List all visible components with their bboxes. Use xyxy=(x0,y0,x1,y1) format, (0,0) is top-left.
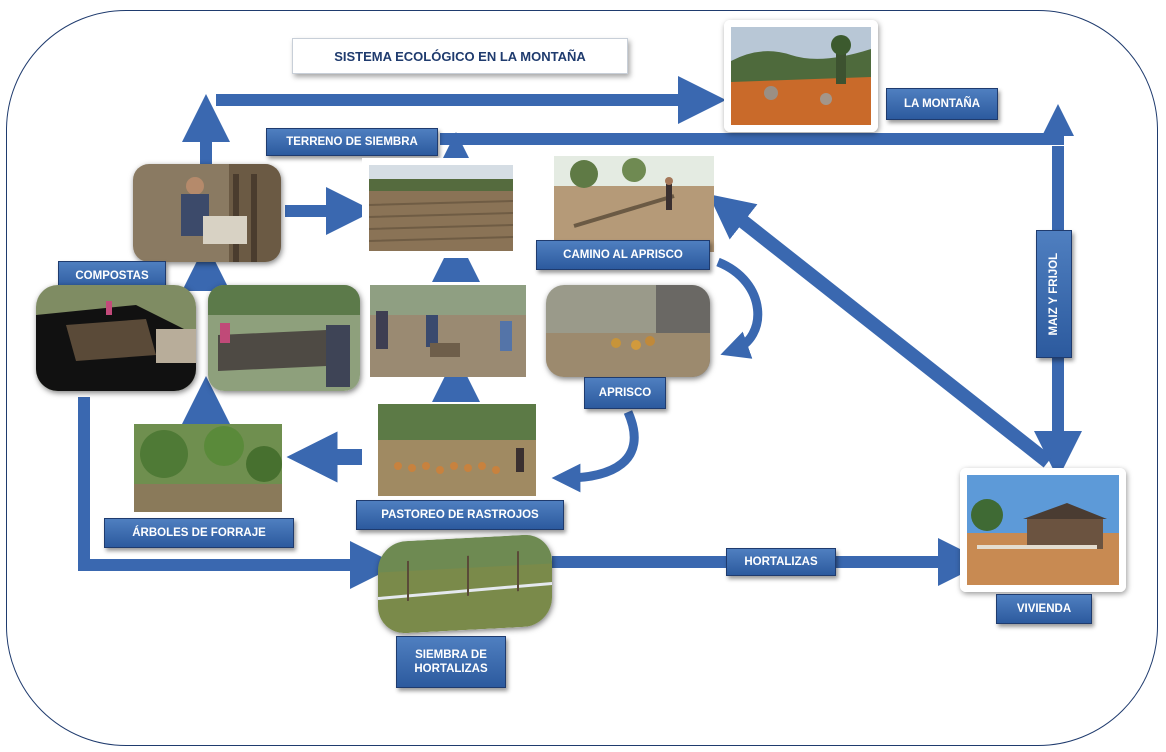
label-aprisco: APRISCO xyxy=(584,377,666,409)
photo-vivienda xyxy=(960,468,1126,592)
label-camino-al-aprisco: CAMINO AL APRISCO xyxy=(536,240,710,270)
photo-terreno-de-siembra xyxy=(362,158,520,258)
maiz-y-frijol-text: MAIZ Y FRIJOL xyxy=(1047,252,1060,336)
photo-compost-pile xyxy=(36,285,196,391)
diagram-title: SISTEMA ECOLÓGICO EN LA MONTAÑA xyxy=(292,38,628,74)
photo-pastoreo-de-rastrojos xyxy=(378,404,536,496)
label-vivienda: VIVIENDA xyxy=(996,594,1092,624)
label-pastoreo-de-rastrojos: PASTOREO DE RASTROJOS xyxy=(356,500,564,530)
photo-field-workers xyxy=(370,285,526,377)
photo-camino-al-aprisco xyxy=(554,156,714,252)
photo-compost-worker xyxy=(133,164,281,262)
label-la-montana: LA MONTAÑA xyxy=(886,88,998,120)
siembra-label-line-1: SIEMBRA DE xyxy=(415,648,487,661)
siembra-label-line-2: HORTALIZAS xyxy=(414,663,488,675)
photo-aprisco xyxy=(546,285,710,377)
photo-siembra-de-hortalizas xyxy=(378,533,552,635)
arrow-compost-to-siembra xyxy=(78,397,398,589)
photo-compost-tables xyxy=(208,285,360,391)
arrow-camino-to-aprisco xyxy=(716,257,763,359)
label-siembra-de-hortalizas: SIEMBRA DE HORTALIZAS xyxy=(396,636,506,688)
arrow-vivienda-to-camino xyxy=(708,194,1053,468)
photo-arboles-de-forraje xyxy=(134,424,282,512)
label-terreno-de-siembra: TERRENO DE SIEMBRA xyxy=(266,128,438,156)
arrow-aprisco-to-pastoreo xyxy=(551,410,639,493)
rounded-frame xyxy=(6,10,1158,746)
label-maiz-y-frijol: MAIZ Y FRIJOL xyxy=(1036,230,1072,358)
label-hortalizas: HORTALIZAS xyxy=(726,548,836,576)
photo-la-montana xyxy=(724,20,878,132)
label-arboles-de-forraje: ÁRBOLES DE FORRAJE xyxy=(104,518,294,548)
